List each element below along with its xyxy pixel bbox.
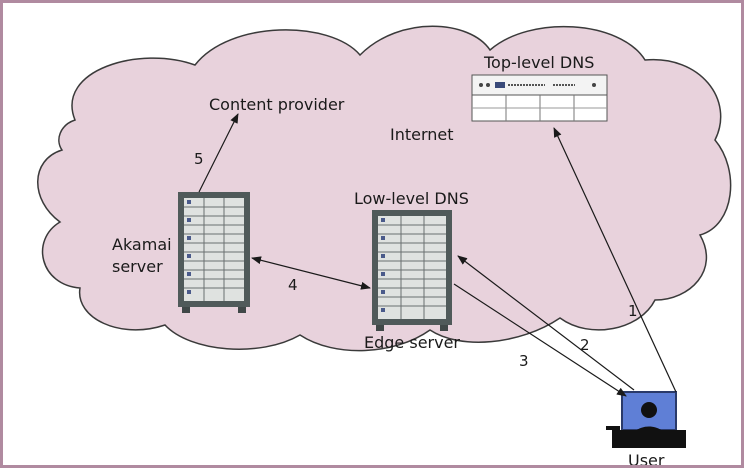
edge-server-rack [372, 210, 452, 331]
arrow-1 [553, 127, 677, 393]
internet-label: Internet [390, 125, 454, 144]
arrow-2 [457, 255, 635, 391]
user-computer-icon [606, 391, 686, 448]
akamai-label-line1: Akamai [112, 235, 172, 254]
low-level-dns-label: Low-level DNS [354, 189, 469, 208]
top-level-dns-label: Top-level DNS [483, 53, 594, 72]
step-2-label: 2 [580, 336, 590, 354]
step-5-label: 5 [194, 150, 204, 168]
arrow-5 [198, 113, 239, 193]
arrow-4 [251, 256, 371, 290]
user-label: User [628, 451, 665, 468]
akamai-server-rack [178, 192, 250, 313]
content-provider-label: Content provider [209, 95, 345, 114]
step-1-label: 1 [628, 302, 638, 320]
step-4-label: 4 [288, 276, 298, 294]
edge-server-label: Edge server [364, 333, 460, 352]
akamai-label-line2: server [112, 257, 163, 276]
top-level-dns-server [471, 74, 608, 122]
arrow-3 [453, 283, 627, 397]
step-3-label: 3 [519, 352, 529, 370]
